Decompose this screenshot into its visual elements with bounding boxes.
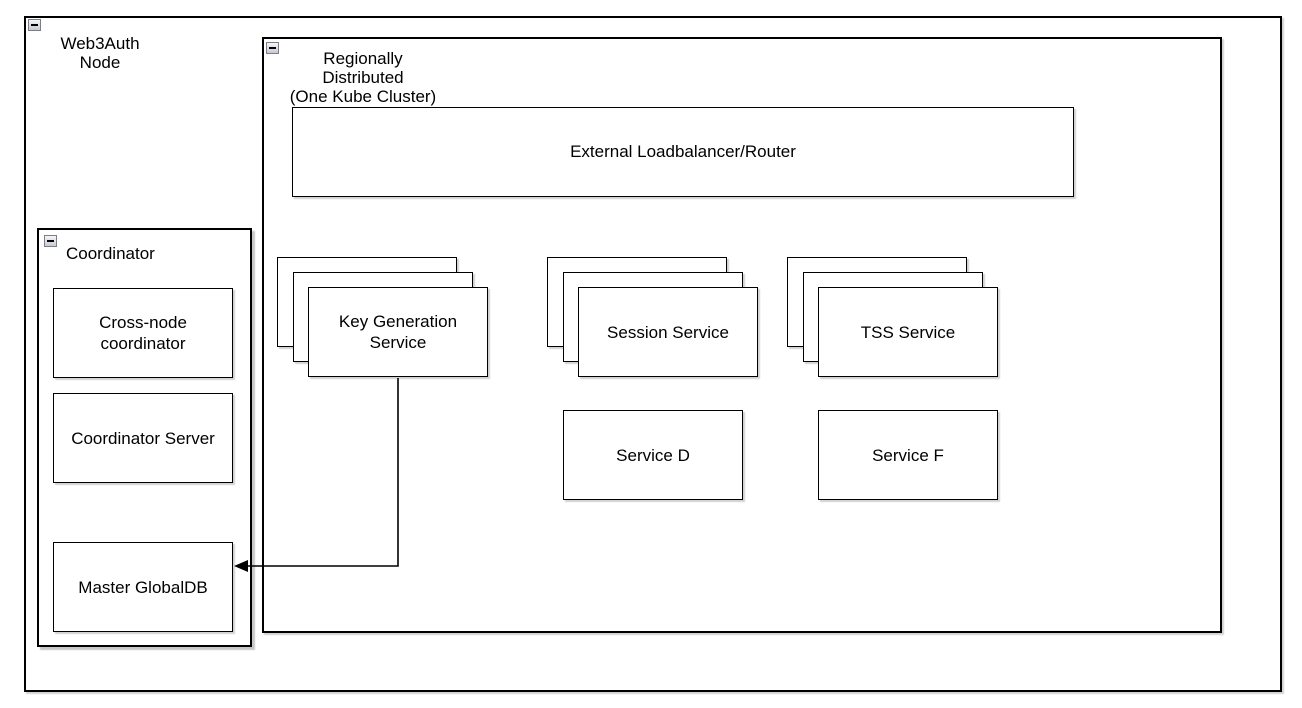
collapse-button-coordinator[interactable] [44,235,57,247]
external-loadbalancer-label: External Loadbalancer/Router [570,142,796,161]
service-f-label: Service F [872,445,944,465]
service-f-node[interactable]: Service F [818,410,998,500]
cross-node-coordinator-label: Cross-node coordinator [99,313,187,353]
tss-service-label: TSS Service [860,322,956,342]
coordinator-server-node[interactable]: Coordinator Server [53,393,233,483]
master-globaldb-node[interactable]: Master GlobalDB [53,542,233,632]
master-globaldb-label: Master GlobalDB [78,577,208,597]
session-service-node[interactable]: Session Service [578,287,758,377]
minus-icon [269,47,276,49]
tss-service-stack[interactable]: TSS Service [787,257,998,377]
key-generation-service-label: Key Generation Service [338,312,458,352]
tss-service-node[interactable]: TSS Service [818,287,998,377]
collapse-button-web3auth[interactable] [28,19,41,31]
service-d-node[interactable]: Service D [563,410,743,500]
key-generation-service-stack[interactable]: Key Generation Service [277,257,488,377]
session-service-label: Session Service [607,322,729,342]
minus-icon [31,24,38,26]
minus-icon [47,240,54,242]
key-generation-service-node[interactable]: Key Generation Service [308,287,488,377]
collapse-button-regional[interactable] [266,42,279,54]
web3auth-node-title: Web3Auth Node [60,34,140,72]
service-d-label: Service D [616,445,690,465]
coordinator-server-label: Coordinator Server [71,428,215,448]
regionally-distributed-title: Regionally Distributed (One Kube Cluster… [289,49,437,106]
coordinator-title: Coordinator [66,244,155,263]
external-loadbalancer-node[interactable]: External Loadbalancer/Router [292,107,1074,197]
session-service-stack[interactable]: Session Service [547,257,758,377]
cross-node-coordinator-node[interactable]: Cross-node coordinator [53,288,233,378]
